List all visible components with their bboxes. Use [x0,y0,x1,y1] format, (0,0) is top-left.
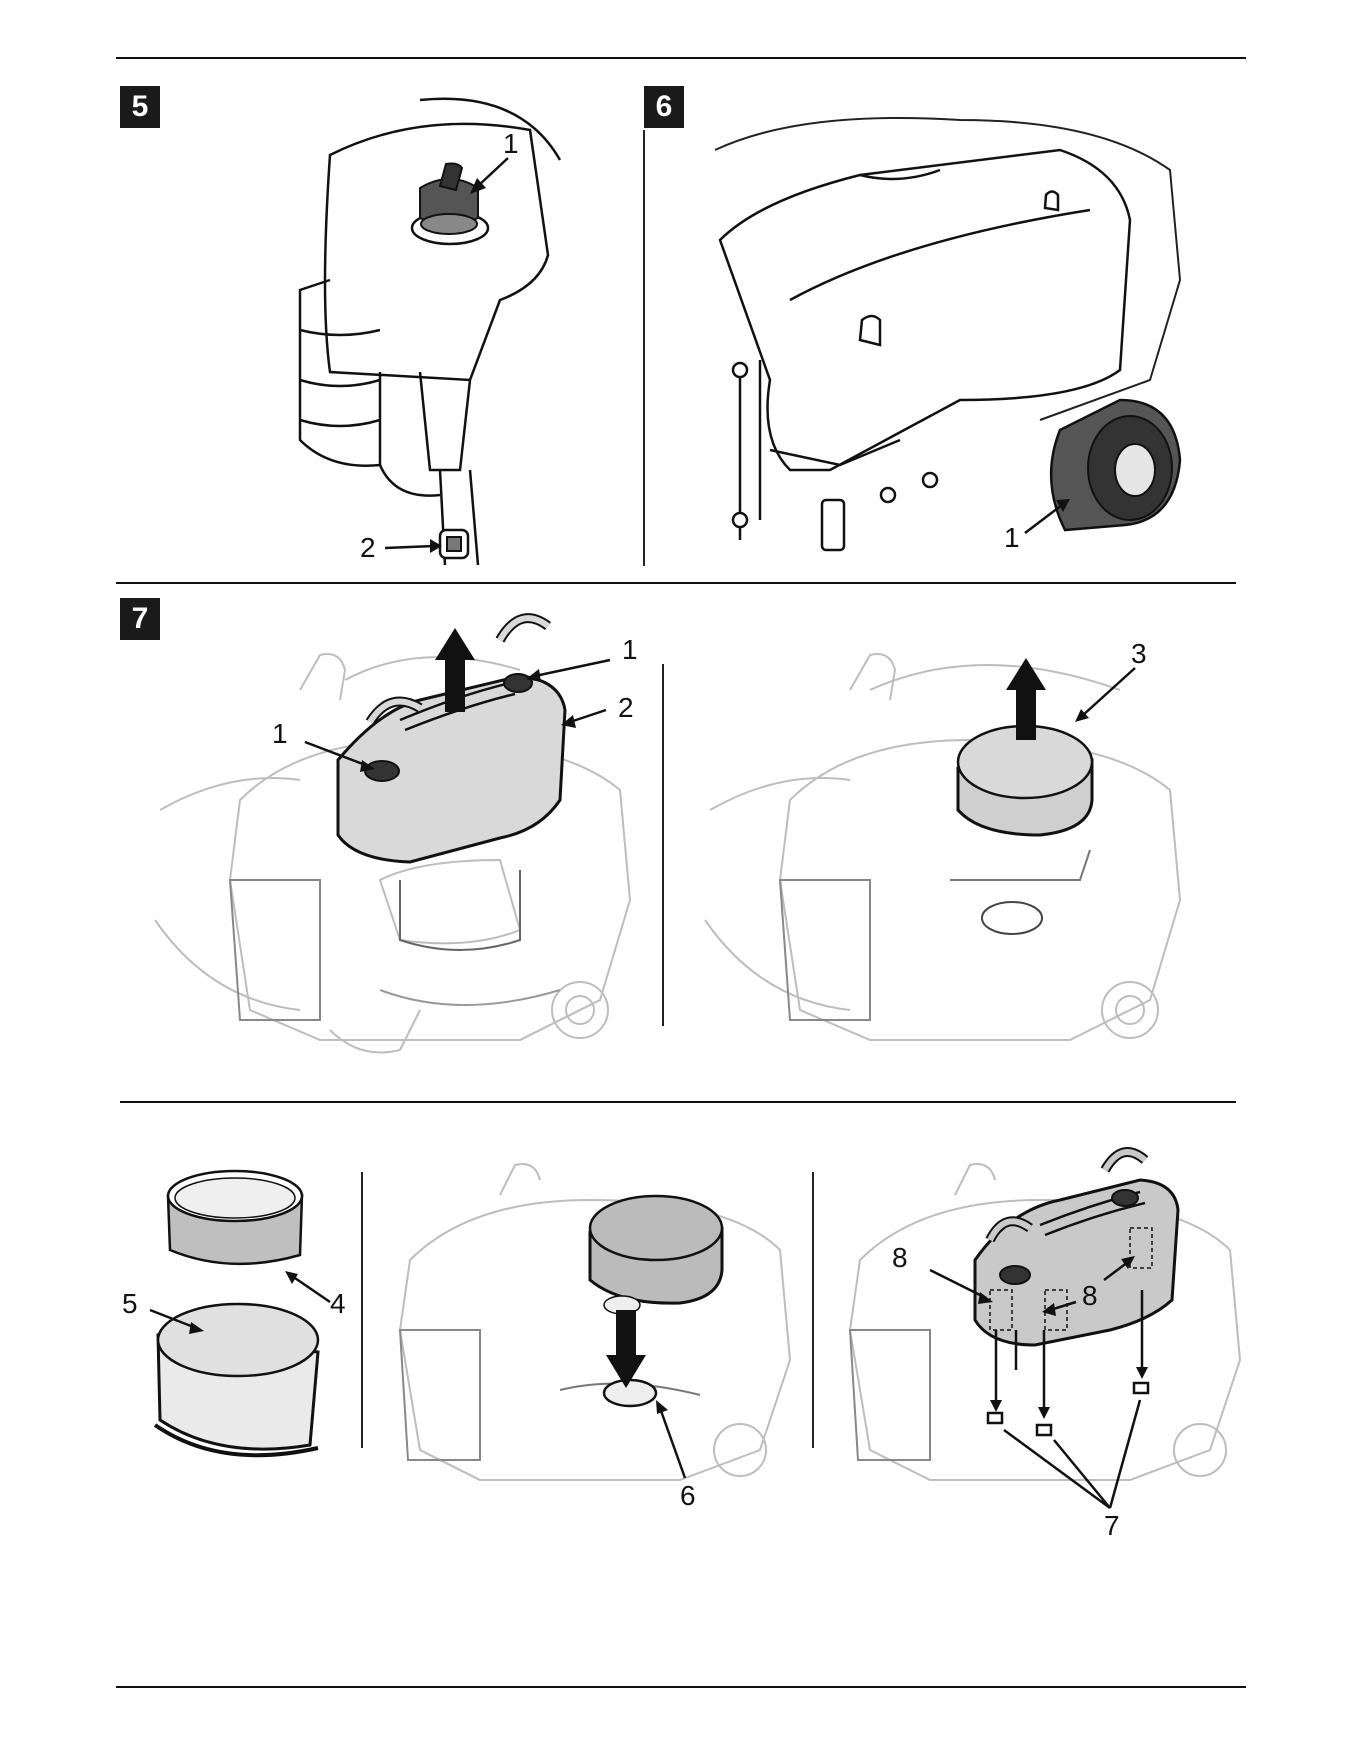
figure-7-right-illustration [705,654,1180,1040]
fig7-callout-1-right: 1 [622,636,638,664]
figure-7-left-illustration [155,618,630,1052]
step-callout-4: 4 [330,1290,346,1318]
step-callout-6: 6 [680,1482,696,1510]
fig7-callout-2: 2 [618,694,634,722]
step-callout-8-right: 8 [1082,1282,1098,1310]
fig5-callout-1: 1 [503,130,519,158]
fig6-callout-1: 1 [1004,524,1020,552]
fig5-callout-2: 2 [360,534,376,562]
step-b-illustration [400,1164,790,1480]
step-c-illustration [850,1152,1240,1508]
figure-5-illustration [300,99,560,565]
fig7-callout-1-left: 1 [272,720,288,748]
figure-6-illustration [715,118,1180,550]
step-callout-5: 5 [122,1290,138,1318]
step-callout-8-left: 8 [892,1244,908,1272]
step-callout-7: 7 [1104,1512,1120,1540]
fig7-callout-3: 3 [1131,640,1147,668]
step-a-illustration [150,1171,330,1455]
